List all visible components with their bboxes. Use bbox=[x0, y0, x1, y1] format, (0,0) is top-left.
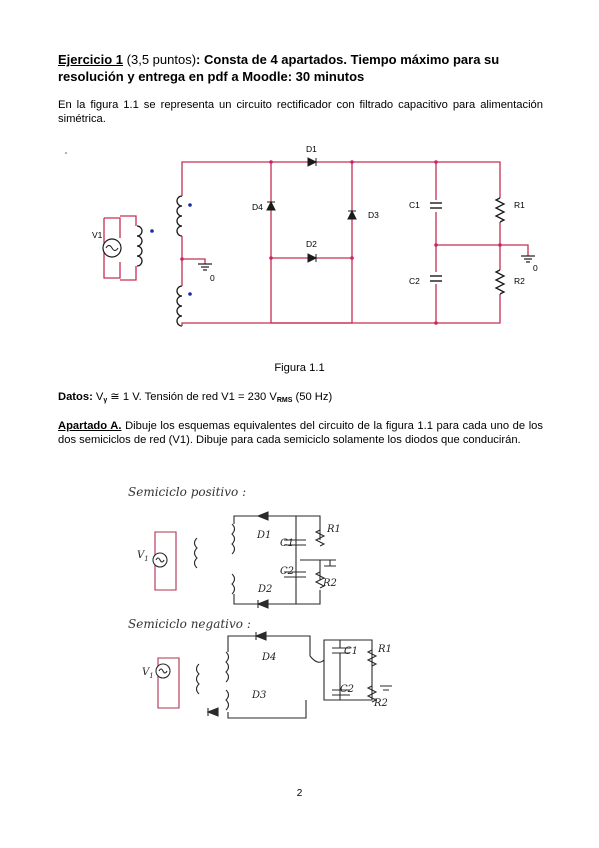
hand-c1-negative: C1 bbox=[344, 646, 358, 657]
hand-r1-negative: R1 bbox=[377, 644, 392, 655]
ground-icons bbox=[198, 255, 535, 271]
data-line: Datos: Vγ ≅ 1 V. Tensión de red V1 = 230… bbox=[58, 391, 333, 404]
hand-c2-negative: C2 bbox=[340, 684, 354, 695]
exercise-number: Ejercicio 1 bbox=[58, 52, 124, 67]
hand-c1-positive: C1 bbox=[280, 538, 294, 549]
label-d3: D3 bbox=[368, 210, 379, 220]
label-r1: R1 bbox=[514, 200, 525, 210]
label-c1: C1 bbox=[409, 200, 420, 210]
exercise-title: Ejercicio 1 (3,5 puntos): Consta de 4 ap… bbox=[58, 51, 543, 85]
hand-negative-title: Semiciclo negativo : bbox=[128, 617, 251, 631]
hand-r1-positive: R1 bbox=[326, 524, 341, 535]
apartado-text: Dibuje los esquemas equivalentes del cir… bbox=[58, 420, 544, 446]
label-c2: C2 bbox=[409, 276, 420, 286]
figure-caption: Figura 1.1 bbox=[274, 362, 325, 374]
hand-positive-title: Semiciclo positivo : bbox=[128, 485, 246, 499]
hand-v1-positive: V1 bbox=[137, 550, 149, 563]
diode-icons bbox=[266, 157, 357, 263]
apartado-label: Apartado A. bbox=[58, 420, 122, 432]
label-v1: V1 bbox=[92, 230, 103, 240]
label-d1: D1 bbox=[306, 144, 317, 154]
label-ground-left: 0 bbox=[210, 273, 215, 283]
label-ground-right: 0 bbox=[533, 263, 538, 273]
circuit-nodes bbox=[180, 160, 502, 325]
capacitor-icons bbox=[430, 202, 442, 282]
hand-d1: D1 bbox=[256, 530, 271, 541]
apartado-a-paragraph: Apartado A. Dibuje los esquemas equivale… bbox=[58, 419, 543, 447]
hand-r2-positive: R2 bbox=[322, 578, 337, 589]
hand-d4: D4 bbox=[261, 652, 276, 663]
label-r2: R2 bbox=[514, 276, 525, 286]
exercise-points: (3,5 puntos) bbox=[123, 52, 197, 67]
intro-paragraph: En la figura 1.1 se representa un circui… bbox=[58, 99, 543, 125]
hand-d2: D2 bbox=[257, 584, 272, 595]
label-d4: D4 bbox=[252, 202, 263, 212]
data-label: Datos: bbox=[58, 391, 93, 403]
polarity-dots bbox=[150, 203, 192, 296]
label-d2: D2 bbox=[306, 239, 317, 249]
hand-d3: D3 bbox=[251, 690, 266, 701]
exercise-description: : Consta de 4 apartados. Tiempo máximo p… bbox=[58, 52, 500, 84]
hand-v1-negative: V1 bbox=[142, 667, 154, 680]
hand-c2-positive: C2 bbox=[280, 566, 294, 577]
page-number: 2 bbox=[296, 788, 303, 799]
hand-r2-negative: R2 bbox=[373, 698, 388, 709]
